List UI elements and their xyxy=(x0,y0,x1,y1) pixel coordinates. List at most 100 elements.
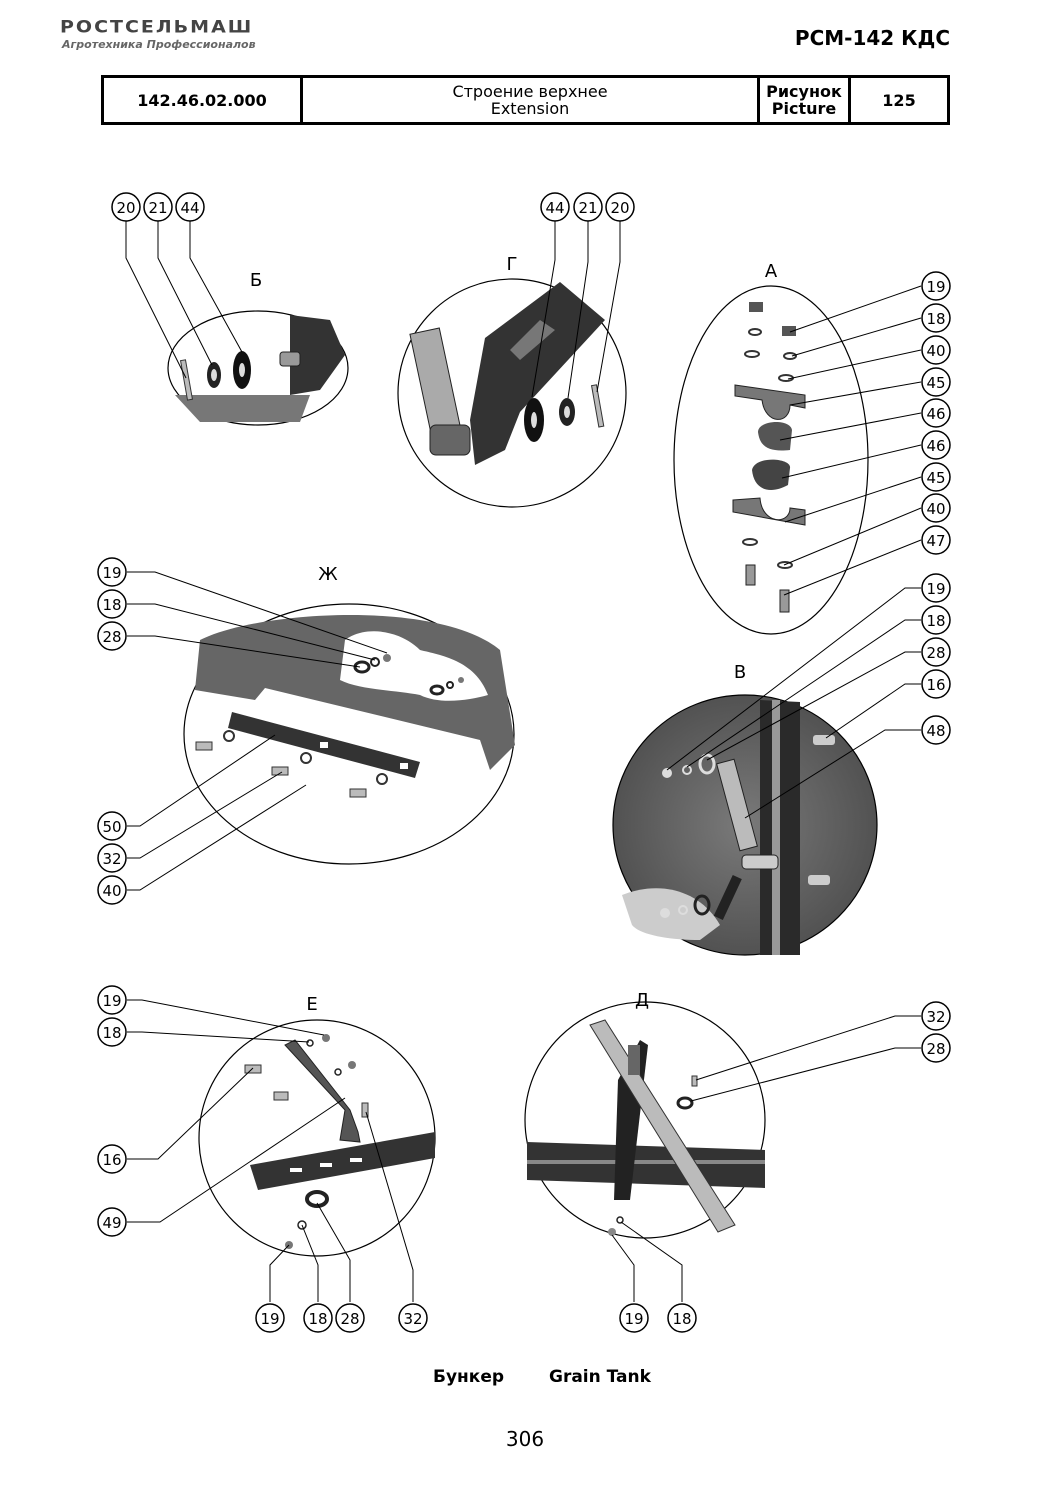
callout-a-45: 45 xyxy=(921,367,951,397)
view-e-label: Е xyxy=(306,994,317,1015)
view-b: Б xyxy=(125,221,349,426)
view-a-label: А xyxy=(765,261,778,282)
svg-text:28: 28 xyxy=(340,1310,359,1328)
svg-text:45: 45 xyxy=(926,374,945,392)
callout-e-16: 16 xyxy=(97,1144,127,1174)
callout-zh-18: 18 xyxy=(97,589,127,619)
callout-e-b18: 18 xyxy=(303,1303,333,1333)
callout-a-46: 46 xyxy=(921,398,951,428)
view-zh: Ж xyxy=(127,564,515,891)
callout-d-28: 28 xyxy=(921,1033,951,1063)
svg-text:46: 46 xyxy=(926,405,945,423)
svg-text:44: 44 xyxy=(545,199,564,217)
model-title: РСМ-142 КДС xyxy=(794,26,950,50)
svg-text:40: 40 xyxy=(102,882,121,900)
svg-text:18: 18 xyxy=(102,1024,121,1042)
svg-text:20: 20 xyxy=(610,199,629,217)
callout-d-b19: 19 xyxy=(619,1303,649,1333)
svg-text:32: 32 xyxy=(102,850,121,868)
picture-label: Рисунок Picture xyxy=(760,78,851,122)
view-e: Е xyxy=(127,994,436,1302)
svg-text:18: 18 xyxy=(926,612,945,630)
svg-text:18: 18 xyxy=(672,1310,691,1328)
view-a: А xyxy=(673,261,922,635)
callout-v-28: 28 xyxy=(921,637,951,667)
callout-g-44: 44 xyxy=(540,192,570,222)
svg-text:28: 28 xyxy=(926,644,945,662)
part-number: 142.46.02.000 xyxy=(104,78,303,122)
callout-zh-28: 28 xyxy=(97,621,127,651)
callout-e-49: 49 xyxy=(97,1207,127,1237)
callout-g-20: 20 xyxy=(605,192,635,222)
svg-text:19: 19 xyxy=(926,278,945,296)
brand-tagline: Агротехника Профессионалов xyxy=(62,38,256,51)
callout-v-16: 16 xyxy=(921,669,951,699)
callout-e-b28: 28 xyxy=(335,1303,365,1333)
view-g-label: Г xyxy=(507,254,518,275)
callout-b-44: 44 xyxy=(175,192,205,222)
callout-a-40b: 40 xyxy=(921,493,951,523)
view-d: Д xyxy=(524,990,921,1302)
svg-text:20: 20 xyxy=(116,199,135,217)
callout-zh-32: 32 xyxy=(97,843,127,873)
callout-zh-40: 40 xyxy=(97,875,127,905)
callout-b-20: 20 xyxy=(111,192,141,222)
svg-text:47: 47 xyxy=(926,532,945,550)
svg-text:18: 18 xyxy=(102,596,121,614)
svg-text:19: 19 xyxy=(102,992,121,1010)
brand-logo: РОСТСЕЛЬМАШ xyxy=(60,17,254,37)
svg-text:19: 19 xyxy=(260,1310,279,1328)
svg-text:28: 28 xyxy=(926,1040,945,1058)
callout-a-40: 40 xyxy=(921,335,951,365)
callout-v-48: 48 xyxy=(921,715,951,745)
callout-e-b19: 19 xyxy=(255,1303,285,1333)
callout-a-18: 18 xyxy=(921,303,951,333)
svg-text:21: 21 xyxy=(148,199,167,217)
svg-text:50: 50 xyxy=(102,818,121,836)
view-v-label: В xyxy=(734,662,746,683)
assembly-title-ru: Строение верхнее xyxy=(452,82,608,101)
svg-text:16: 16 xyxy=(102,1151,121,1169)
callout-b-21: 21 xyxy=(143,192,173,222)
svg-text:44: 44 xyxy=(180,199,199,217)
callout-e-18: 18 xyxy=(97,1017,127,1047)
picture-label-en: Picture xyxy=(771,99,837,118)
view-v: В xyxy=(612,587,921,956)
title-block: 142.46.02.000 Строение верхнее Extension… xyxy=(101,75,950,125)
callout-zh-50: 50 xyxy=(97,811,127,841)
svg-text:46: 46 xyxy=(926,437,945,455)
callout-v-18: 18 xyxy=(921,605,951,635)
svg-text:45: 45 xyxy=(926,469,945,487)
svg-text:32: 32 xyxy=(403,1310,422,1328)
callout-a-46b: 46 xyxy=(921,430,951,460)
view-b-label: Б xyxy=(250,270,262,291)
svg-text:40: 40 xyxy=(926,342,945,360)
caption-en: Grain Tank xyxy=(549,1367,651,1387)
svg-text:18: 18 xyxy=(308,1310,327,1328)
picture-number: 125 xyxy=(882,90,916,110)
callout-d-32: 32 xyxy=(921,1001,951,1031)
assembly-title: Строение верхнее Extension xyxy=(303,78,760,122)
callout-e-19: 19 xyxy=(97,985,127,1015)
assembly-title-en: Extension xyxy=(490,99,570,118)
svg-text:32: 32 xyxy=(926,1008,945,1026)
callout-v-19: 19 xyxy=(921,573,951,603)
callout-zh-19: 19 xyxy=(97,557,127,587)
page-number: 306 xyxy=(505,1427,545,1451)
svg-text:18: 18 xyxy=(926,310,945,328)
callout-g-21: 21 xyxy=(573,192,603,222)
svg-text:40: 40 xyxy=(926,500,945,518)
view-d-label: Д xyxy=(635,990,649,1011)
svg-text:16: 16 xyxy=(926,676,945,694)
caption-ru: Бункер xyxy=(433,1367,505,1387)
callouts: 20 21 44 44 21 20 19 18 40 45 46 46 45 4… xyxy=(97,192,951,1333)
view-g: Г xyxy=(397,221,627,508)
callout-e-b32: 32 xyxy=(398,1303,428,1333)
picture-label-ru: Рисунок xyxy=(766,82,842,101)
svg-text:48: 48 xyxy=(926,722,945,740)
svg-text:19: 19 xyxy=(624,1310,643,1328)
callout-a-19: 19 xyxy=(921,271,951,301)
svg-text:49: 49 xyxy=(102,1214,121,1232)
svg-text:21: 21 xyxy=(578,199,597,217)
